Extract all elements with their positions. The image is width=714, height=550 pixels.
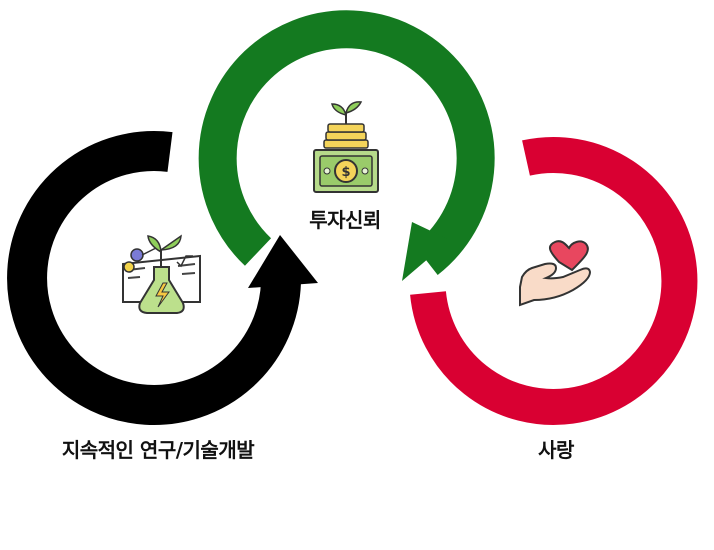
love-label: 사랑	[538, 438, 574, 462]
flask-sprout-formula-icon	[122, 234, 201, 314]
money-plant-coins-icon: $	[313, 101, 379, 193]
trust-label: 투자신뢰	[309, 208, 381, 232]
love-cycle-arrow	[410, 136, 698, 425]
research-cycle-arrow	[7, 131, 318, 425]
svg-text:$: $	[341, 165, 350, 180]
research-label: 지속적인 연구/기술개발	[61, 438, 255, 462]
hand-holding-heart-icon	[519, 240, 592, 307]
trust-cycle-arrow	[198, 10, 495, 281]
